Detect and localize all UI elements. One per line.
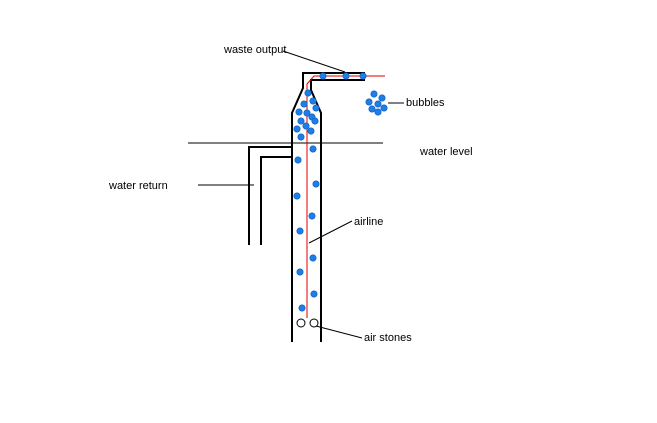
bubble-dot — [293, 192, 301, 200]
bubble-dot — [368, 105, 376, 113]
bubble-dot — [300, 100, 308, 108]
skimmer-column — [291, 72, 365, 342]
bubble-dot — [296, 227, 304, 235]
bubble-dot — [294, 156, 302, 164]
bubble-dot — [307, 127, 315, 135]
bubble-dot — [309, 145, 317, 153]
water-return-label: water return — [109, 180, 168, 192]
bubble-dot — [293, 125, 301, 133]
bubble-dot — [378, 94, 386, 102]
airline-label: airline — [354, 216, 384, 228]
bubble-dot — [365, 98, 373, 106]
bubble-dot — [374, 108, 382, 116]
bubble-dot — [304, 89, 312, 97]
air-stones — [296, 318, 319, 328]
water-return-pipe — [248, 146, 292, 245]
bubble-dot — [312, 180, 320, 188]
bubble-dot — [297, 117, 305, 125]
bubble-dot — [303, 109, 311, 117]
bubble-dot — [297, 133, 305, 141]
airline-leader — [308, 220, 353, 244]
airline-tube — [306, 75, 385, 318]
air-stones-label: air stones — [364, 332, 412, 344]
bubble-dot — [308, 212, 316, 220]
bubble-cluster — [293, 72, 388, 312]
bubble-dot — [359, 72, 367, 80]
bubble-dot — [311, 117, 319, 125]
bubble-dot — [312, 104, 320, 112]
bubble-dot — [319, 72, 327, 80]
bubbles-label: bubbles — [406, 97, 445, 109]
air-stones-leader — [315, 325, 363, 339]
leader-lines — [198, 50, 404, 339]
bubble-dot — [302, 122, 310, 130]
water-level-label: water level — [420, 146, 473, 158]
waste-output-leader — [282, 50, 346, 73]
bubble-dot — [295, 108, 303, 116]
bubble-dot — [298, 304, 306, 312]
waste-output-label: waste output — [224, 44, 287, 56]
bubble-dot — [310, 290, 318, 298]
bubble-dot — [380, 104, 388, 112]
bubble-dot — [309, 97, 317, 105]
bubble-dot — [342, 72, 350, 80]
bubble-dot — [309, 254, 317, 262]
bubble-dot — [296, 268, 304, 276]
bubble-dot — [374, 100, 382, 108]
bubble-dot — [370, 90, 378, 98]
